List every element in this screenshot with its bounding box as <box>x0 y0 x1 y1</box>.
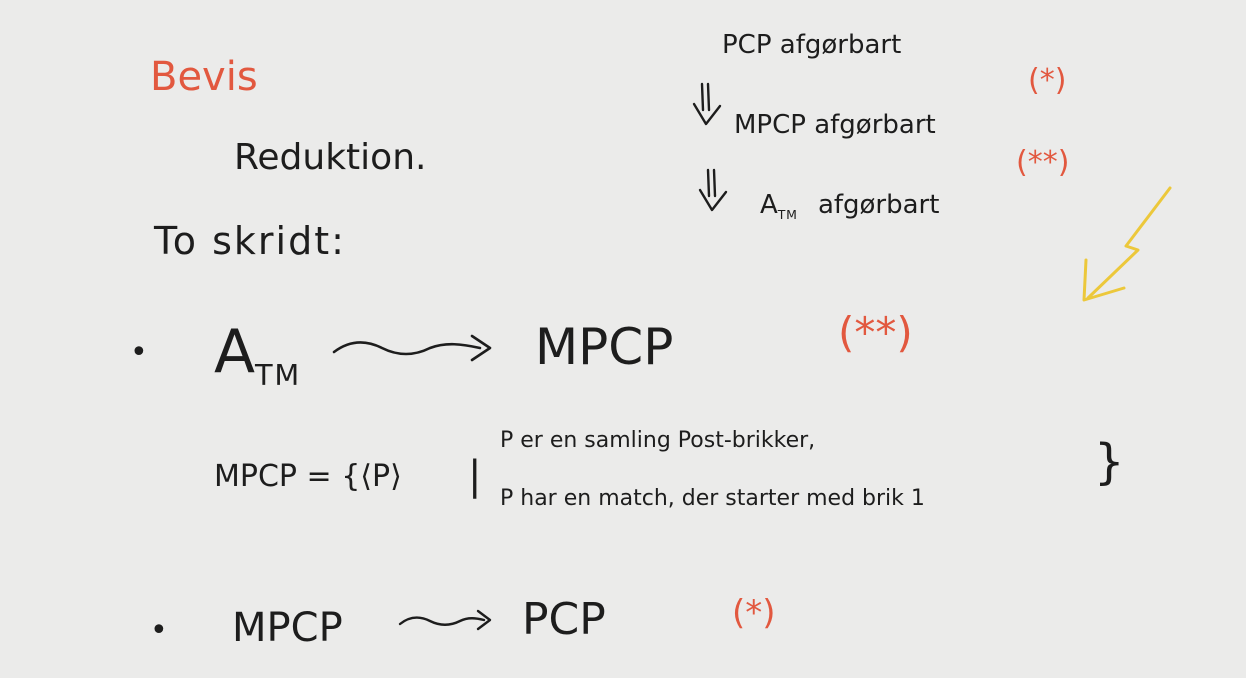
atm-subscript: TM <box>777 206 798 222</box>
mpcp-condition-2: P har en match, der starter med brik 1 <box>500 486 925 511</box>
implies-arrow-1 <box>692 82 722 126</box>
atm-big-subscript: TM <box>255 357 301 392</box>
chain-pcp-decidable: PCP afgørbart <box>722 30 902 60</box>
atm-big-letter: A <box>214 317 256 387</box>
set-builder-bar: | <box>468 453 482 499</box>
reduction-arrow-2-icon <box>398 609 492 631</box>
reduction-label: Reduktion. <box>234 137 427 178</box>
chain-mark-star: (*) <box>1028 63 1067 98</box>
bullet-2-dot: • <box>150 613 168 648</box>
two-steps-label: To skridt: <box>154 219 346 263</box>
atm-decidable-word: afgørbart <box>817 190 940 220</box>
reduction-target-mpcp: MPCP <box>535 318 674 376</box>
chain-atm-decidable: ATM afgørbart <box>760 190 940 220</box>
chain-mpcp-decidable: MPCP afgørbart <box>734 110 936 140</box>
bullet-1-dot: • <box>130 335 148 370</box>
implies-arrow-2 <box>698 168 728 212</box>
bullet-2-mark: (*) <box>732 593 776 633</box>
chain-mark-double-star: (**) <box>1016 145 1070 180</box>
bullet-1-mark: (**) <box>838 308 913 357</box>
reduction-source-atm: ATM <box>214 322 301 389</box>
set-close-brace: } <box>1094 434 1125 490</box>
yellow-zigzag-arrow-icon <box>1082 186 1172 302</box>
mpcp-definition-lhs: MPCP = {⟨P⟩ <box>214 459 402 494</box>
atm-letter: A <box>760 190 778 220</box>
reduction-target-pcp: PCP <box>522 594 606 645</box>
reduction-source-mpcp: MPCP <box>232 605 343 651</box>
mpcp-condition-1: P er en samling Post-brikker, <box>500 428 816 453</box>
proof-heading: Bevis <box>150 54 258 100</box>
reduction-arrow-1-icon <box>332 334 492 362</box>
